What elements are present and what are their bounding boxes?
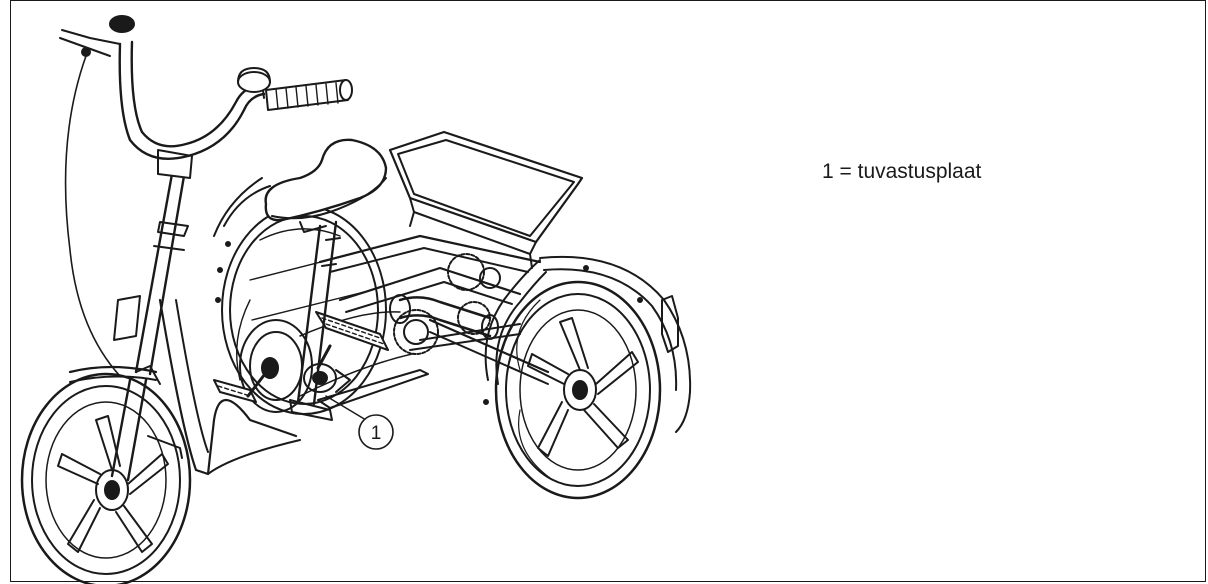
frame-tubes — [299, 234, 550, 397]
rear-wheel — [494, 280, 662, 500]
legend-text: 1 = tuvastusplaat — [822, 160, 982, 183]
rear-mudguard — [483, 255, 692, 433]
handlebar — [59, 15, 353, 377]
pedals — [213, 311, 389, 403]
seat — [264, 138, 388, 233]
callout-number: 1 — [371, 423, 382, 444]
basket — [388, 130, 584, 269]
figure-frame — [10, 0, 1206, 582]
seat-post — [289, 220, 341, 421]
main-frame-tube — [158, 298, 301, 476]
callout-1: 1 — [325, 395, 394, 450]
steering-column — [113, 149, 193, 376]
front-wheel — [20, 372, 192, 584]
